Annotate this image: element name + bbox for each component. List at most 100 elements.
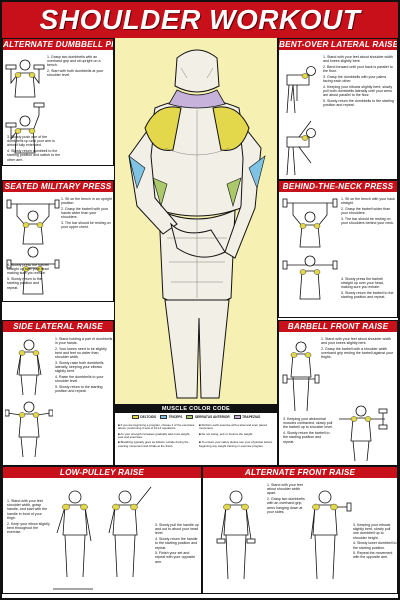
steps-list: 1. Stand with your feet shoulder width, … <box>7 499 51 536</box>
panel-title: ALTERNATE DUMBBELL PRESS <box>3 39 113 50</box>
panel-title: BEHIND-THE-NECK PRESS <box>279 181 397 192</box>
legend-label: SERRATUS ANTERIOR <box>194 415 230 419</box>
legend-label: DELTOIDS <box>140 415 157 419</box>
swatch-deltoids <box>131 415 139 419</box>
figure-illustration <box>6 199 60 295</box>
steps-list-lower: 3. Slowly push one of the dumbbells up u… <box>7 135 63 163</box>
figure-illustration <box>216 490 256 580</box>
steps-list: 1. Stand with your feet about shoulder w… <box>323 55 395 109</box>
step-5: 5. Slowly return the dumbbells to the st… <box>323 98 394 108</box>
step-3: 3. Keeping your elbows slightly bent, sl… <box>353 523 391 540</box>
step-3: 3. Grasp the dumbbells with your palms f… <box>323 74 387 84</box>
steps-list: 1. Sit on the bench with your back strai… <box>341 197 395 227</box>
figure-illustration <box>5 59 45 154</box>
step-3: 3. The bar should be resting on your upp… <box>61 221 111 230</box>
steps-list-right: 3. Slowly pull the handle up and out to … <box>155 523 199 565</box>
panel-alternate-dumbbell-press: ALTERNATE DUMBBELL PRESS 1. Grasp two du… <box>2 38 114 166</box>
step-2: 2. Grasp the barbell with a shoulder wid… <box>321 346 394 360</box>
step-3: 3. Slowly push one of the dumbbells up u… <box>7 135 55 148</box>
step-2: 2. Grasp the barbell wider than your sho… <box>341 206 391 216</box>
legend-item-serratus: SERRATUS ANTERIOR <box>186 415 230 419</box>
panel-alternate-front-raise: ALTERNATE FRONT RAISE 1. Stand with your… <box>202 466 398 594</box>
training-tips: If you are beginning a program, choose 2… <box>118 423 276 450</box>
step-4: 4. Keeping your elbows slightly bent, sl… <box>323 84 393 98</box>
steps-list: 1. Sit on the bench in an upright positi… <box>61 197 113 231</box>
step-1: 1. Stand with your feet shoulder width, … <box>7 499 48 520</box>
figure-illustration <box>282 341 388 462</box>
figure-illustration <box>53 486 152 590</box>
step-5: 5. Finish your set and repeat with your … <box>155 551 196 564</box>
step-1: 1. Stand holding a pair of dumbbells in … <box>55 337 113 346</box>
steps-list: 1. Grasp two dumbbells with an overhand … <box>47 55 111 79</box>
legend-label: TRAPEZIUS <box>242 415 261 419</box>
legend-label: TRICEPS <box>168 415 183 419</box>
panel-title: BENT-OVER LATERAL RAISE <box>279 39 397 50</box>
steps-list: 1. Stand with your feet about shoulder w… <box>321 337 395 361</box>
step-4: 4. Slowly return dumbbell to the startin… <box>7 149 61 162</box>
panel-barbell-front-raise: BARBELL FRONT RAISE 1. Stand with your f… <box>278 320 398 466</box>
step-1: 1. Stand with your feet about shoulder w… <box>321 337 391 346</box>
muscle-legend: DELTOIDS TRICEPS SERRATUS ANTERIOR TRAPE… <box>115 413 277 421</box>
legend-item-trapezius: TRAPEZIUS <box>233 415 261 419</box>
step-3: 3. Keeping your abdominal muscles contra… <box>283 417 333 430</box>
panel-title: SEATED MILITARY PRESS <box>3 181 113 192</box>
panel-title: LOW-PULLEY RAISE <box>3 467 201 478</box>
step-4: 4. Slowly press the barbell straight up … <box>341 277 384 290</box>
panel-side-lateral-raise: SIDE LATERAL RAISE 1. Stand holding a pa… <box>2 320 114 466</box>
tip: If you are beginning a program, choose 2… <box>118 423 195 431</box>
panel-title: BARBELL FRONT RAISE <box>279 321 397 332</box>
panel-bent-over-lateral-raise: BENT-OVER LATERAL RAISE 1. Stand with yo… <box>278 38 398 180</box>
panel-seated-military-press: SEATED MILITARY PRESS 1. Sit on the benc… <box>2 180 114 302</box>
muscle-color-code: MUSCLE COLOR CODE DELTOIDS TRICEPS SERRA… <box>114 404 278 466</box>
step-2: 2. Grasp two dumbbells with an overhand … <box>267 497 305 514</box>
steps-list-lower: 4. Slowly press the barbell straight up … <box>7 263 51 291</box>
legend-item-deltoids: DELTOIDS <box>131 415 157 419</box>
figure-illustration <box>5 339 53 458</box>
step-3: 3. Slowly raise both dumbbells laterally… <box>55 361 104 374</box>
step-1: 1. Sit on the bench with your back strai… <box>341 197 395 206</box>
panel-title: ALTERNATE FRONT RAISE <box>203 467 397 478</box>
step-2: 2. Grasp the barbell with your hands wid… <box>61 206 108 220</box>
step-4: 4. Slowly return the handle to the start… <box>155 537 198 550</box>
steps-list-lower: 4. Slowly press the barbell straight up … <box>341 277 395 301</box>
step-4: 4. Raise the dumbbells to your shoulder … <box>55 375 104 384</box>
swatch-triceps <box>160 415 168 419</box>
panel-title: SIDE LATERAL RAISE <box>3 321 113 332</box>
steps-list: 1. Stand with your feet about shoulder w… <box>267 483 307 515</box>
step-1: 1. Sit on the bench in an upright positi… <box>61 197 112 206</box>
tip: As your strength increases gradually add… <box>118 432 195 440</box>
swatch-trapezius <box>233 415 241 419</box>
swatch-serratus <box>186 415 194 419</box>
poster-title: SHOULDER WORKOUT <box>2 2 398 38</box>
step-3: 3. Slowly pull the handle up and out to … <box>155 523 199 536</box>
anatomy-figure <box>128 49 266 399</box>
step-2: 2. Start with both dumbbells at your sho… <box>47 69 104 78</box>
tip: Breathing typically goes as follows: exh… <box>118 441 195 448</box>
step-2: 2. Bend forward until your back is paral… <box>323 64 393 74</box>
panel-low-pulley-raise: LOW-PULLEY RAISE 1. Stand with your feet… <box>2 466 202 594</box>
steps-list: 1. Stand holding a pair of dumbbells in … <box>55 337 113 395</box>
figure-illustration <box>286 66 316 176</box>
steps-list-lower: 3. Keeping your abdominal muscles contra… <box>283 417 333 445</box>
step-1: 1. Grasp two dumbbells with an overhand … <box>47 55 101 68</box>
panel-behind-the-neck-press: BEHIND-THE-NECK PRESS 1. Sit on the benc… <box>278 180 398 318</box>
step-5: 5. Slowly return to the starting positio… <box>55 385 103 394</box>
step-3: 3. The bar should be resting on your sho… <box>341 216 394 226</box>
step-2: 2. Keep your elbow slightly bent through… <box>7 521 50 534</box>
legend-item-triceps: TRICEPS <box>160 415 182 419</box>
muscle-code-title: MUSCLE COLOR CODE <box>115 405 277 413</box>
step-1: 1. Stand with your feet about shoulder w… <box>323 55 393 64</box>
step-1: 1. Stand with your feet about shoulder w… <box>267 483 303 496</box>
step-5: 5. Repeat the movement with the opposite… <box>353 551 393 560</box>
step-5: 5. Slowly return to the starting positio… <box>7 277 42 290</box>
step-2: 2. Your knees need to be slightly bent a… <box>55 346 107 360</box>
step-4: 4. Slowly return the barbell to the star… <box>283 431 330 444</box>
step-4: 4. Slowly lower dumbbell to the starting… <box>353 541 397 550</box>
tip: To ensure your safety please see your ph… <box>199 441 276 448</box>
steps-list-right: 3. Keeping your elbows slightly bent, sl… <box>353 523 397 561</box>
step-4: 4. Slowly press the barbell straight up … <box>7 263 49 276</box>
step-5: 5. Slowly return the barbell to the star… <box>341 291 394 300</box>
tip: Do not swing, jerk or bounce the weight. <box>199 432 276 440</box>
figure-illustration <box>282 198 338 300</box>
